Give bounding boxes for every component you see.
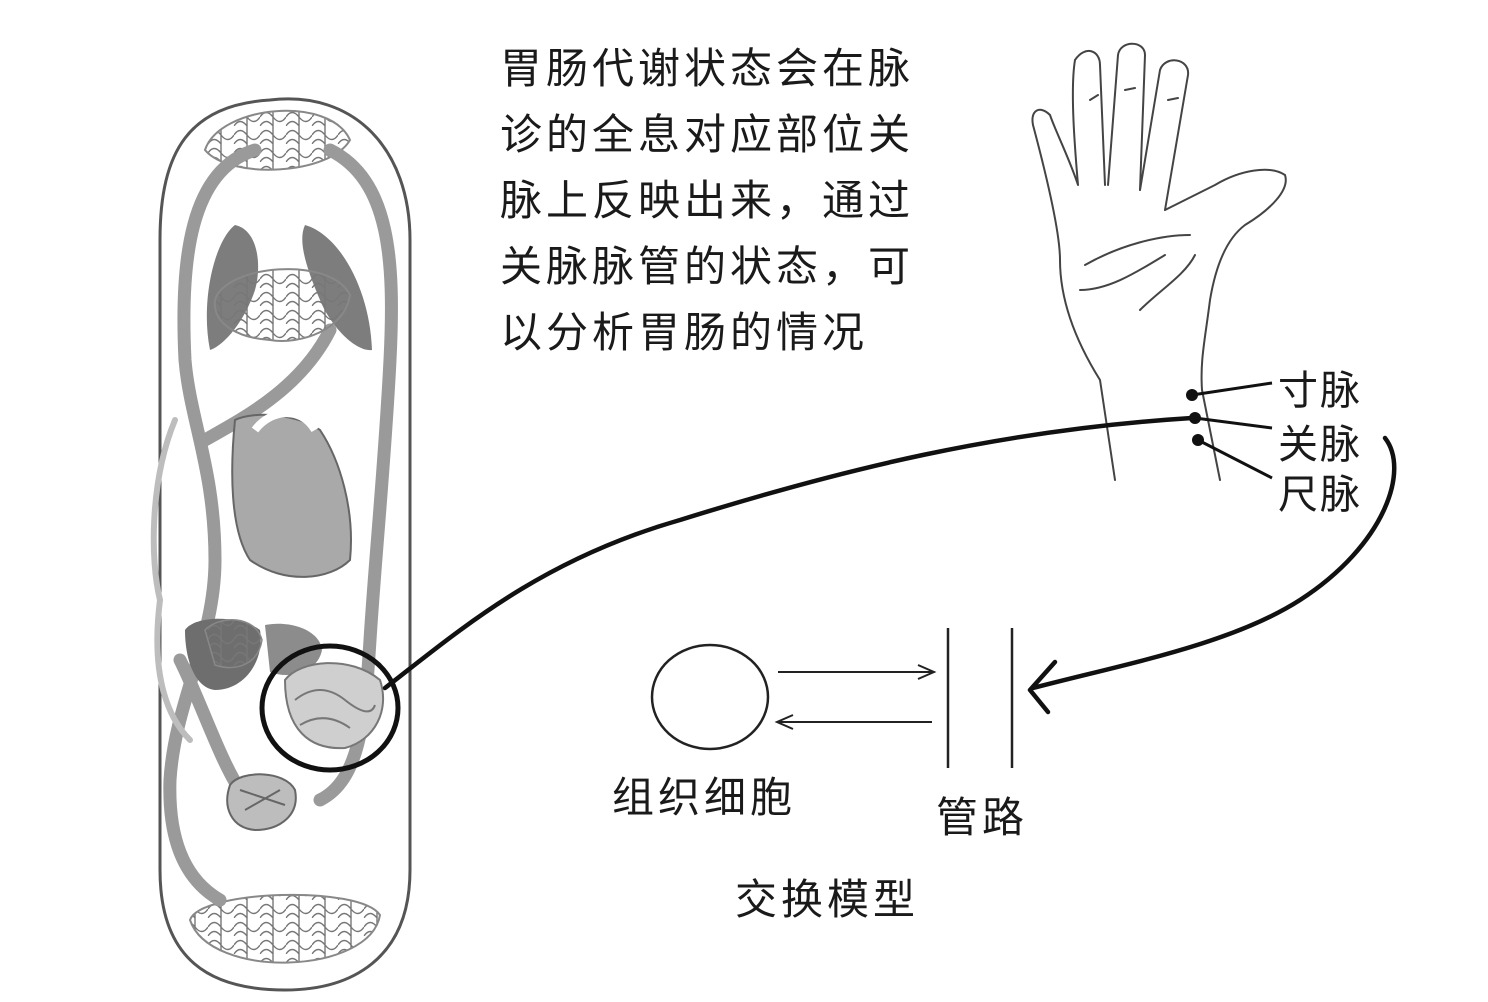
guan-pulse-label: 关脉 [1278,422,1362,468]
heart-mesh [213,268,352,342]
caption-line: 胃肠代谢状态会在脉 [500,44,915,93]
liver-mesh [204,619,263,669]
intestine-mesh [283,662,385,750]
exchange-model-title: 交换模型 [735,875,920,924]
tissue-cell-label: 组织细胞 [612,773,797,822]
hand-figure [1031,42,1287,481]
chi-pulse-label: 尺脉 [1278,472,1362,518]
cun-pulse-label: 寸脉 [1278,368,1362,414]
exchange-model [650,628,1014,768]
bottom-capillary-mesh [188,893,382,964]
kidney [226,773,297,832]
tissue-cell-circle [650,643,770,751]
stomach-to-pulse-curve [382,415,1195,691]
pulse-markers [1186,381,1273,480]
caption-line: 关脉脉管的状态，可 [500,242,915,291]
caption-block: 胃肠代谢状态会在脉 诊的全息对应部位关 脉上反映出来，通过 关脉脉管的状态，可 … [500,36,960,366]
stomach-highlight-circle [259,643,401,773]
pulse-to-model-curve [1030,435,1397,691]
caption-line: 脉上反映出来，通过 [500,176,915,225]
body-organ-figure [150,97,412,992]
caption-line: 以分析胃肠的情况 [500,308,869,357]
caption-line: 诊的全息对应部位关 [500,110,915,159]
pulse-to-model-arrowhead [1027,659,1058,715]
vessel-label: 管路 [936,793,1029,842]
spleen [265,623,322,676]
